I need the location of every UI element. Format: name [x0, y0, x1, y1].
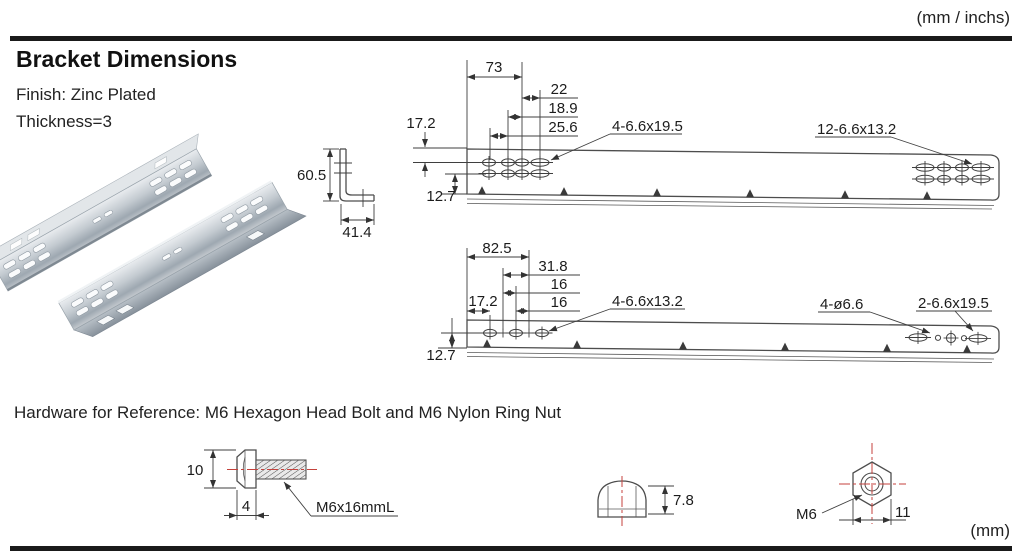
nut-width-dim: 11 — [895, 504, 911, 521]
bolt-head-height-dim: 10 — [187, 462, 204, 479]
bracket1-drawing: 73 22 18.9 25.6 17.2 12.7 4-6.6x19.5 12-… — [406, 59, 1000, 210]
bracket1-dim2: 18.9 — [548, 100, 577, 117]
bracket2-slots-right-label: 2-6.6x19.5 — [918, 295, 989, 312]
bracket2-edge-bottom-dim: 12.7 — [426, 347, 455, 364]
units-top-label: (mm / inchs) — [916, 8, 1011, 27]
bracket1-edge-bottom-dim: 12.7 — [426, 188, 455, 205]
finish-note: Finish: Zinc Plated — [16, 85, 156, 104]
bracket1-edge-top-dim: 17.2 — [406, 115, 435, 132]
bracket1-slots-right-label: 12-6.6x13.2 — [817, 121, 896, 138]
bracket1-span-dim: 73 — [486, 59, 503, 76]
bracket1-dim3: 25.6 — [548, 119, 577, 136]
bracket2-drawing: 82.5 31.8 16 16 17.2 12.7 4-6.6x13.2 4-ø… — [426, 240, 1000, 364]
bracket1-dim1: 22 — [551, 81, 568, 98]
page-title: Bracket Dimensions — [16, 46, 238, 72]
bracket-photo — [0, 133, 307, 337]
hardware-heading: Hardware for Reference: M6 Hexagon Head … — [14, 403, 562, 422]
nut-thread-label: M6 — [796, 506, 817, 523]
bracket1-slots-left-label: 4-6.6x19.5 — [612, 118, 683, 135]
bracket2-dim2: 16 — [551, 276, 568, 293]
profile-width-dim: 41.4 — [342, 224, 371, 241]
profile-height-dim: 60.5 — [297, 167, 326, 184]
bottom-divider — [10, 546, 1012, 551]
bracket2-dim1: 31.8 — [538, 258, 567, 275]
nut-height-dim: 7.8 — [673, 492, 694, 509]
bolt-head-thickness-dim: 4 — [242, 498, 250, 515]
top-divider — [10, 36, 1012, 41]
bolt-drawing: 10 4 M6x16mmL — [187, 449, 398, 520]
bracket2-holes-label: 4-ø6.6 — [820, 296, 863, 313]
bracket2-slots-left-label: 4-6.6x13.2 — [612, 293, 683, 310]
profile-end-view: 60.5 41.4 — [297, 148, 375, 241]
bracket2-span-dim: 82.5 — [482, 240, 511, 257]
thickness-note: Thickness=3 — [16, 112, 112, 131]
nut-side-view: 7.8 — [597, 476, 694, 526]
nut-front-view: M6 11 — [796, 443, 911, 525]
units-bottom-label: (mm) — [970, 521, 1010, 540]
bracket2-dim3: 16 — [551, 294, 568, 311]
bracket2-edge-top-dim: 17.2 — [468, 293, 497, 310]
bolt-label: M6x16mmL — [316, 499, 394, 516]
